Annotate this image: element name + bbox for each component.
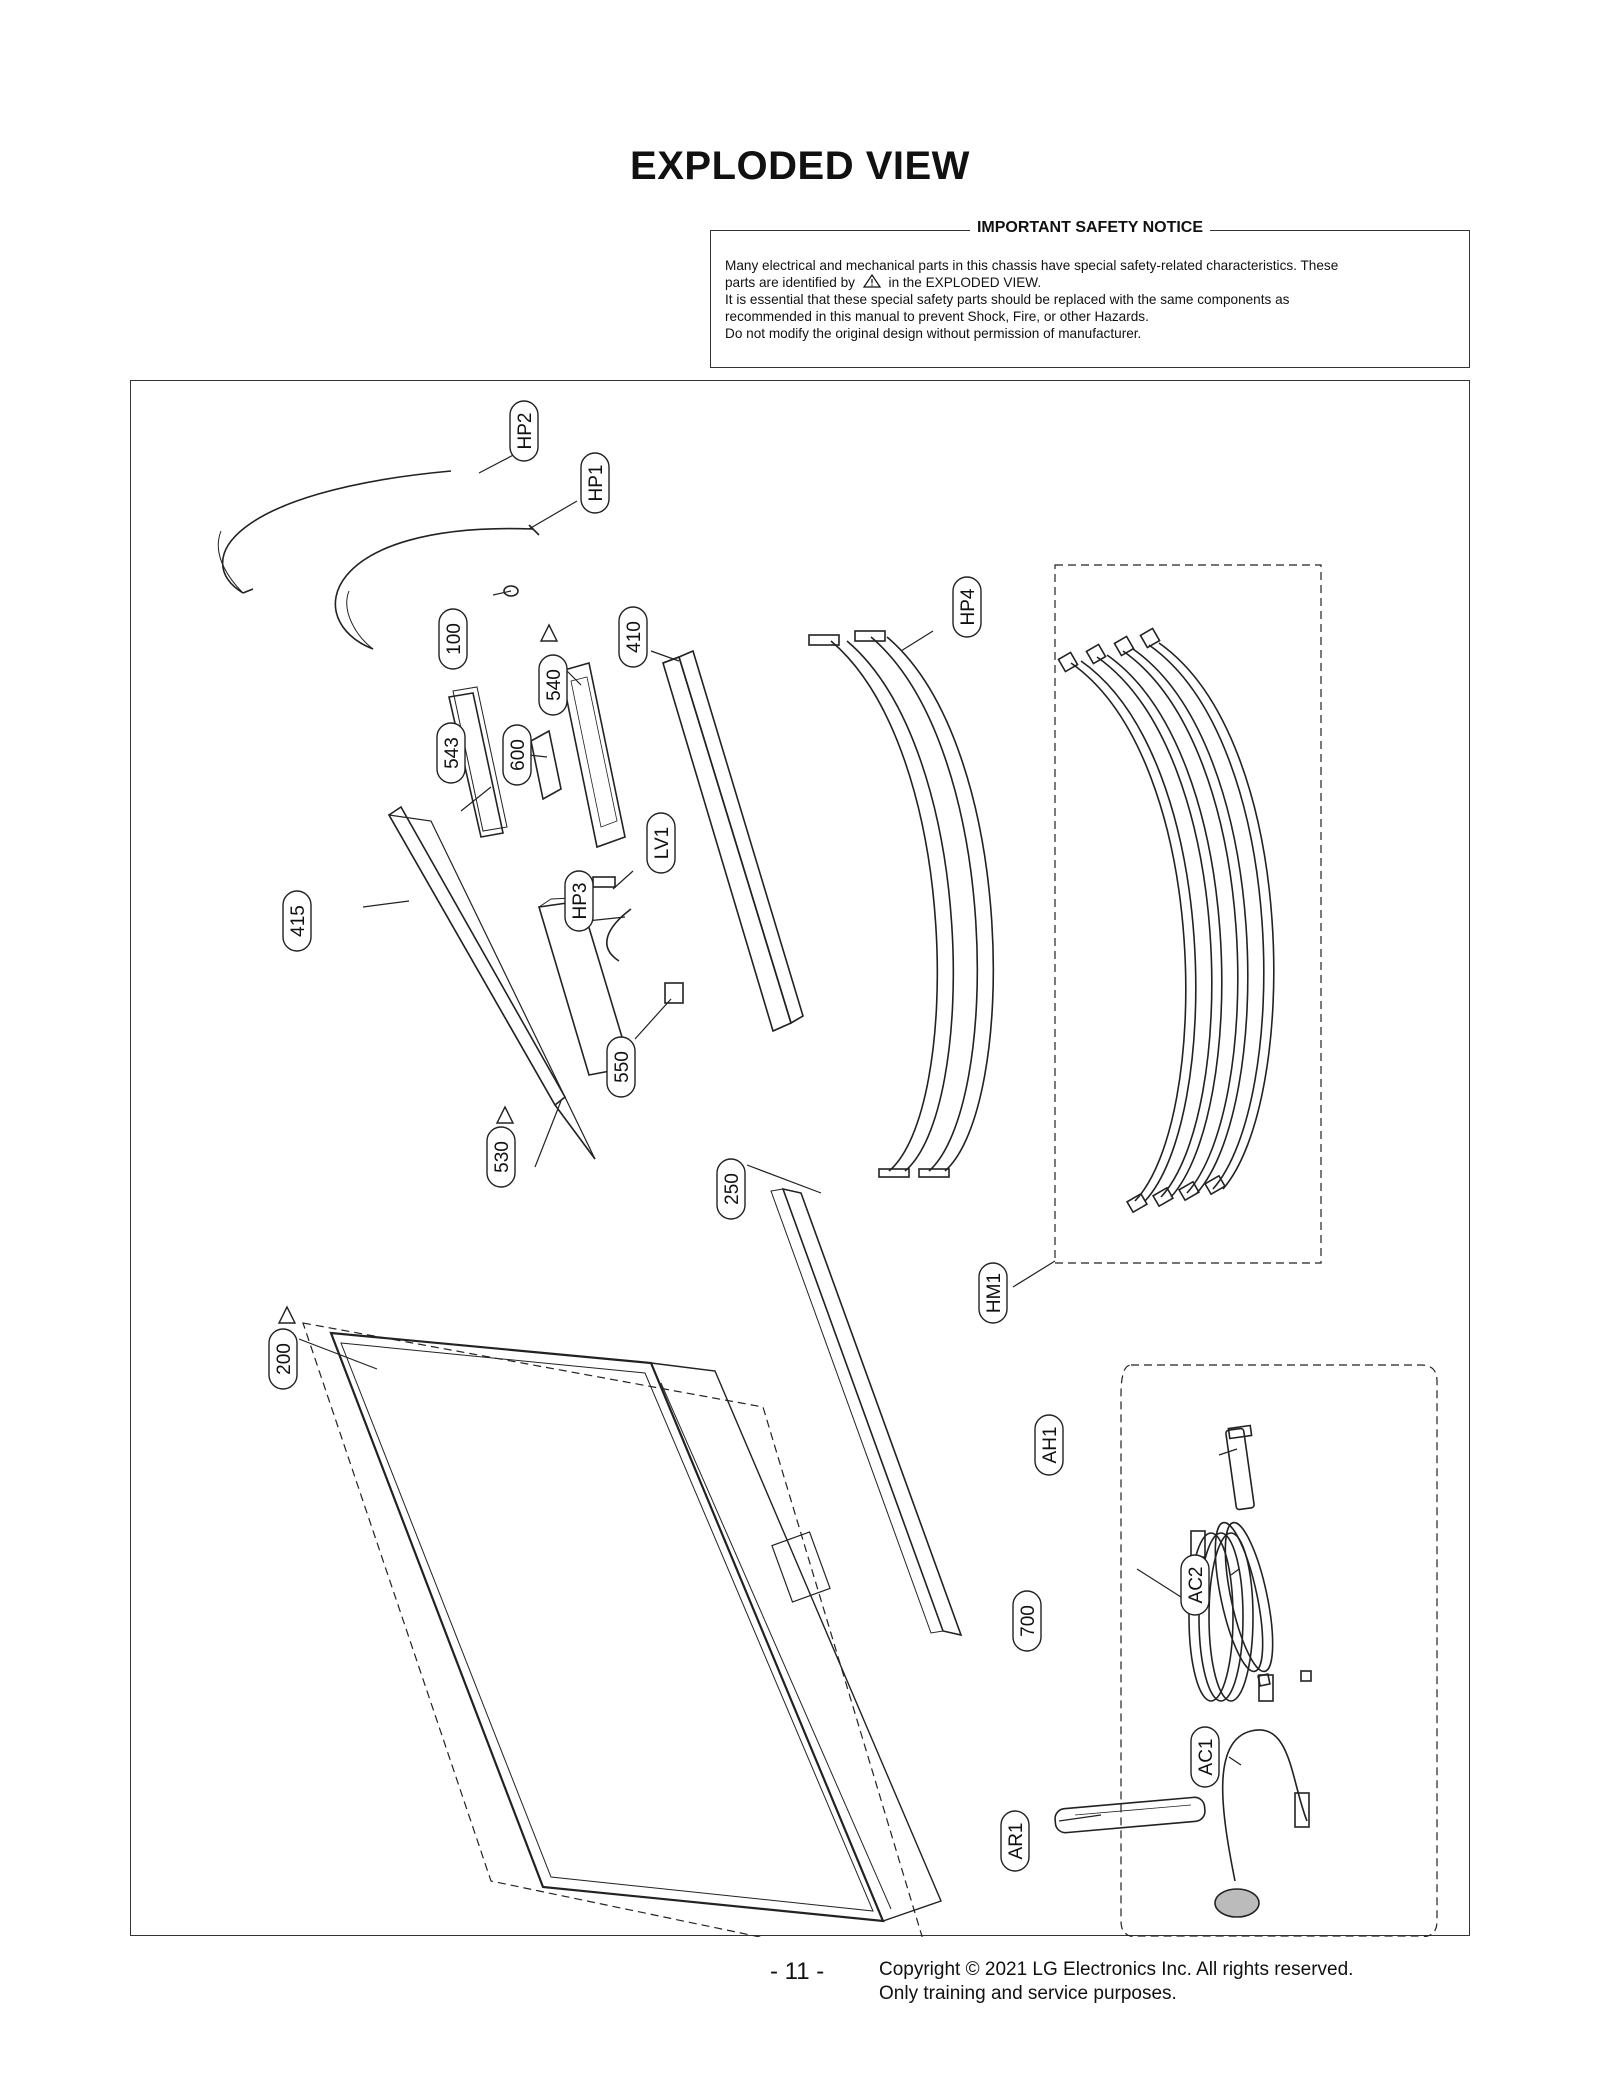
callout-700-label: 700 <box>1018 1605 1039 1637</box>
callout-200: 200 <box>268 1328 298 1390</box>
callout-ah1-label: AH1 <box>1040 1427 1061 1464</box>
callout-hp1: HP1 <box>580 452 610 514</box>
callout-lv1-label: LV1 <box>652 827 673 859</box>
cable-ac1 <box>1214 1729 1310 1918</box>
callout-250-label: 250 <box>722 1173 743 1205</box>
callout-ac1-label: AC1 <box>1196 1739 1217 1776</box>
cable-hp3 <box>606 908 632 962</box>
callout-540: 540 <box>538 654 568 716</box>
callout-600: 600 <box>502 724 532 786</box>
cord-700 <box>1188 1530 1274 1702</box>
safety-mark-200 <box>277 1305 297 1324</box>
cable-hp4 <box>808 630 995 1178</box>
callout-hp1-label: HP1 <box>586 465 607 502</box>
part-ah1 <box>1225 1424 1255 1511</box>
callout-ar1-label: AR1 <box>1006 1823 1027 1860</box>
safety-notice-title: IMPORTANT SAFETY NOTICE <box>969 219 1211 236</box>
callout-hm1-label: HM1 <box>984 1273 1005 1313</box>
warning-triangle-icon <box>862 273 881 288</box>
callout-lv1: LV1 <box>646 812 676 874</box>
cable-ac2 <box>1214 1521 1312 1687</box>
part-100 <box>503 585 519 597</box>
bracket-543 <box>448 692 504 838</box>
hm1-group-outline <box>1054 564 1322 1264</box>
callout-200-label: 200 <box>274 1343 295 1375</box>
bar-250 <box>781 1187 963 1637</box>
cover-415 <box>387 805 567 1107</box>
exploded-view-drawing: HP2 HP1 100 540 410 HP <box>217 400 1438 1937</box>
notice-line-2: parts are identified by in the EXPLODED … <box>725 273 1455 291</box>
callout-hp4-label: HP4 <box>958 588 979 625</box>
callout-530-label: 530 <box>492 1141 513 1173</box>
callout-hp2-label: HP2 <box>515 413 536 450</box>
remote-ar1 <box>1054 1796 1206 1834</box>
callout-600-label: 600 <box>508 739 529 771</box>
notice-line-2-pre: parts are identified by <box>725 275 855 290</box>
callout-ar1: AR1 <box>1000 1810 1030 1872</box>
safety-mark-540 <box>539 623 559 642</box>
callout-hm1: HM1 <box>978 1262 1008 1324</box>
accessory-group-outline <box>1120 1364 1438 1937</box>
safety-notice-box: IMPORTANT SAFETY NOTICE Many electrical … <box>710 219 1470 368</box>
callout-hp2: HP2 <box>509 400 539 462</box>
copyright-line-1: Copyright © 2021 LG Electronics Inc. All… <box>879 1959 1354 1980</box>
copyright-block: Copyright © 2021 LG Electronics Inc. All… <box>879 1958 1353 2006</box>
notice-line-3: It is essential that these special safet… <box>725 292 1290 307</box>
callout-543-label: 543 <box>442 737 463 769</box>
board-600 <box>530 729 562 801</box>
safety-mark-530 <box>495 1105 515 1124</box>
connector-lv1 <box>592 876 616 888</box>
callout-415-label: 415 <box>288 905 309 937</box>
notice-line-4: recommended in this manual to prevent Sh… <box>725 309 1149 324</box>
callout-530: 530 <box>486 1126 516 1188</box>
callout-ac1: AC1 <box>1190 1726 1220 1788</box>
page-number: - 11 - <box>770 1958 825 1985</box>
callout-550: 550 <box>606 1036 636 1098</box>
callout-410-label: 410 <box>624 621 645 653</box>
callout-415: 415 <box>282 890 312 952</box>
callout-hp4: HP4 <box>952 576 982 638</box>
callout-hp3: HP3 <box>564 870 594 932</box>
safety-notice-body: Many electrical and mechanical parts in … <box>725 257 1455 342</box>
cable-hp1 <box>334 524 540 650</box>
callout-ac2: AC2 <box>1180 1554 1210 1616</box>
part-550 <box>664 982 684 1004</box>
callout-ah1: AH1 <box>1034 1414 1064 1476</box>
callout-100-label: 100 <box>444 623 465 655</box>
callout-540-label: 540 <box>544 669 565 701</box>
notice-line-2-post: in the EXPLODED VIEW. <box>888 275 1042 290</box>
copyright-line-2: Only training and service purposes. <box>879 1983 1177 2004</box>
panel-200-outline <box>302 1322 923 1937</box>
board-540 <box>560 661 626 849</box>
page-title: EXPLODED VIEW <box>630 144 970 188</box>
callout-700: 700 <box>1012 1590 1042 1652</box>
callout-100: 100 <box>438 608 468 670</box>
cable-hm1 <box>1057 627 1275 1214</box>
callout-543: 543 <box>436 722 466 784</box>
notice-line-1: Many electrical and mechanical parts in … <box>725 258 1339 273</box>
panel-200 <box>329 1331 942 1923</box>
callout-250: 250 <box>716 1158 746 1220</box>
chassis-410 <box>678 649 804 1025</box>
notice-line-5: Do not modify the original design withou… <box>725 326 1142 341</box>
callout-550-label: 550 <box>612 1051 633 1083</box>
cable-hp2 <box>217 470 452 594</box>
callout-hp3-label: HP3 <box>570 883 591 920</box>
callout-ac2-label: AC2 <box>1186 1567 1207 1604</box>
callout-410: 410 <box>618 606 648 668</box>
exploded-view-diagram: HP2 HP1 100 540 410 HP <box>130 380 1470 1937</box>
